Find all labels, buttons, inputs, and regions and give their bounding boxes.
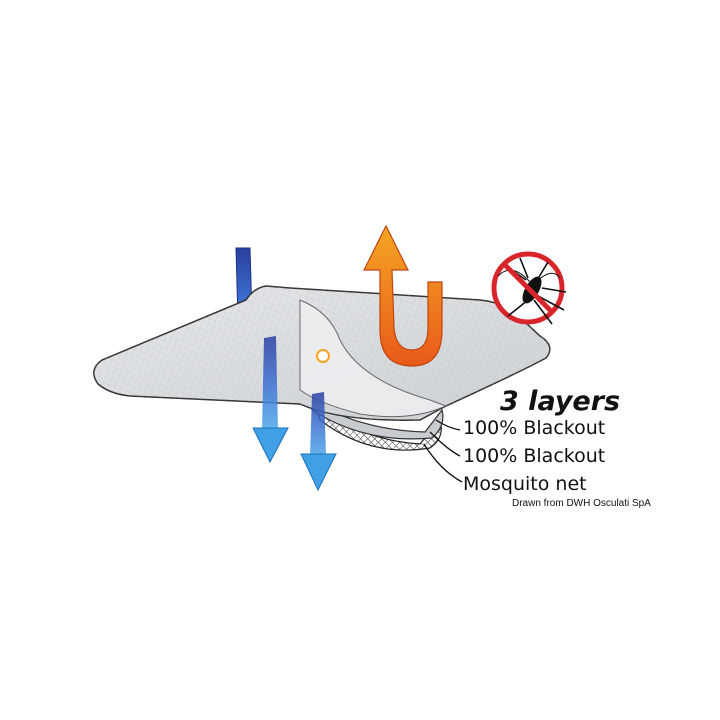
title-label: 3 layers [500, 386, 620, 417]
blackout-layer-2 [309, 398, 444, 440]
layer-label-blackout-2: 100% Blackout [463, 445, 605, 467]
credit-label: Drawn from DWH Osculati SpA [512, 498, 651, 509]
arrow-down-through-fabric-icon [252, 336, 337, 492]
peeled-corner [299, 299, 448, 418]
grommet-icon [316, 349, 330, 363]
arrow-up-reflected-icon [363, 224, 443, 367]
no-mosquito-icon [491, 251, 567, 325]
leader-lines [423, 419, 463, 483]
layer-label-blackout-1: 100% Blackout [463, 417, 605, 439]
layer-label-mosquito-net: Mosquito net [463, 473, 587, 495]
